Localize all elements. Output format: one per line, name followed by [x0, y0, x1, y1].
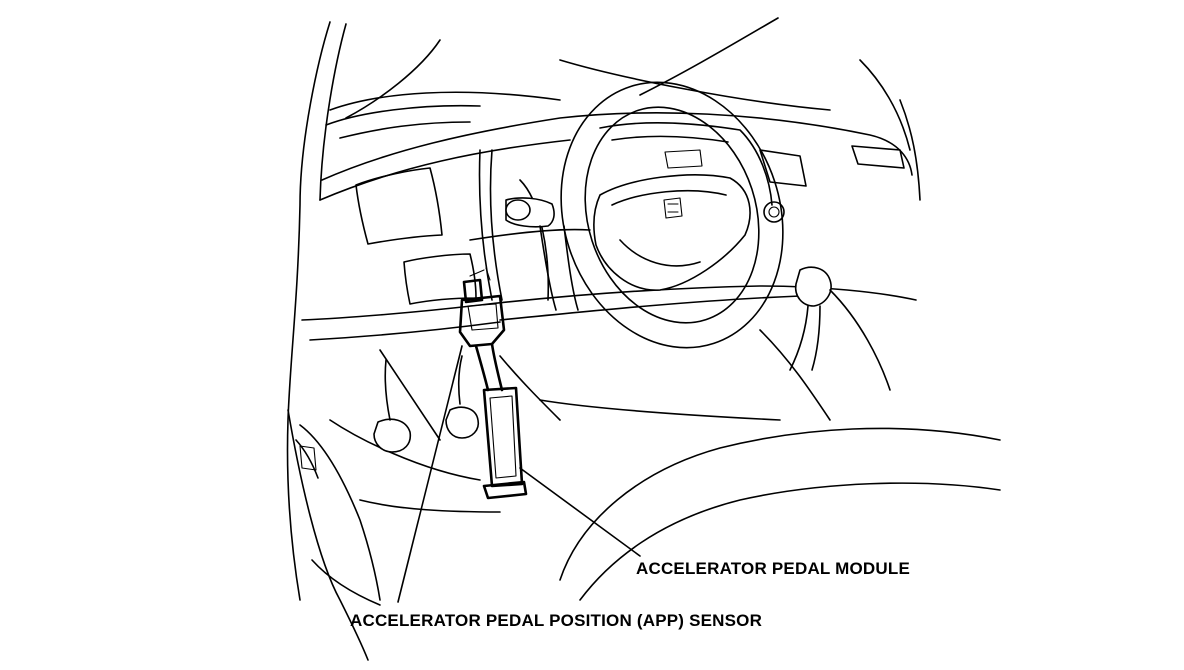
- driver-seat: [539, 399, 1001, 601]
- steering-column: [505, 197, 579, 311]
- label-app-sensor: ACCELERATOR PEDAL POSITION (APP) SENSOR: [350, 611, 762, 630]
- door-panel: [287, 409, 381, 661]
- leader-lines: [397, 345, 641, 603]
- label-accelerator-pedal-module: ACCELERATOR PEDAL MODULE: [636, 559, 910, 578]
- floor-area: [329, 349, 561, 513]
- instrument-cluster: [599, 122, 905, 223]
- gear-shifter: [759, 266, 891, 421]
- steering-wheel: [560, 81, 784, 349]
- accelerator-pedal-module: [458, 267, 528, 500]
- windshield-frame: [286, 17, 921, 601]
